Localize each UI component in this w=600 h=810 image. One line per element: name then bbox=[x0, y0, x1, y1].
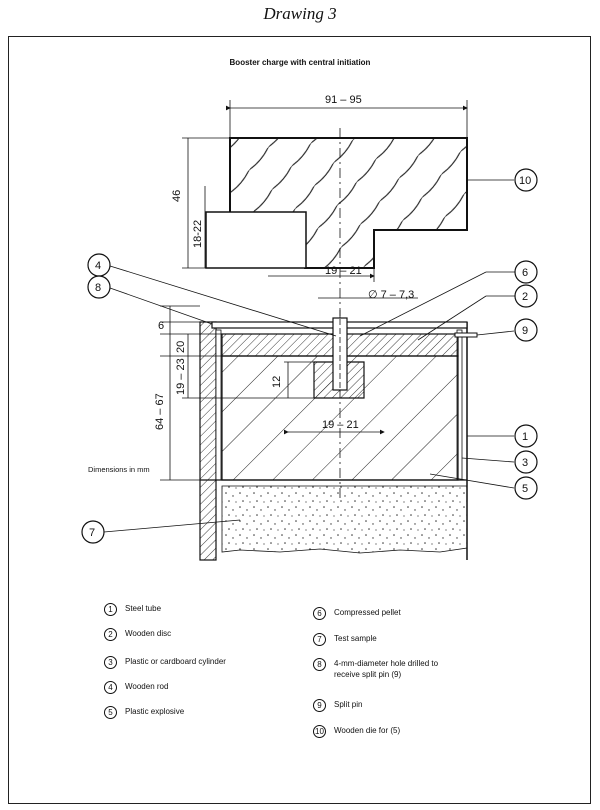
svg-text:4: 4 bbox=[95, 260, 101, 272]
svg-text:1: 1 bbox=[522, 431, 528, 443]
dim-pellet-recess: 19 – 23 bbox=[175, 358, 187, 395]
callout-5 bbox=[514, 476, 538, 500]
svg-text:9: 9 bbox=[522, 325, 528, 337]
svg-text:10: 10 bbox=[519, 175, 531, 187]
svg-text:5: 5 bbox=[522, 483, 528, 495]
svg-text:6: 6 bbox=[522, 267, 528, 279]
callout-10 bbox=[514, 168, 538, 192]
dim-top-width: 91 – 95 bbox=[325, 94, 362, 106]
test-sample bbox=[221, 485, 468, 554]
drawing-frame bbox=[8, 36, 591, 804]
units-note: Dimensions in mm bbox=[88, 465, 150, 474]
callout-7 bbox=[81, 520, 105, 544]
dim-pellet-height: 12 bbox=[271, 376, 283, 388]
plastic-cylinder bbox=[215, 329, 222, 481]
dim-step-height: 18-22 bbox=[192, 220, 204, 248]
wooden-rod bbox=[332, 317, 348, 391]
callout-9 bbox=[514, 318, 538, 342]
callout-1 bbox=[514, 424, 538, 448]
callout-2 bbox=[514, 284, 538, 308]
dim-pellet-width: 19 – 21 bbox=[322, 419, 359, 431]
svg-text:7: 7 bbox=[89, 527, 95, 539]
callout-8 bbox=[87, 275, 111, 299]
svg-text:3: 3 bbox=[522, 457, 528, 469]
page-title: Drawing 3 bbox=[263, 4, 337, 23]
dim-disc-thickness: 6 bbox=[158, 320, 164, 332]
split-pin bbox=[454, 332, 478, 338]
figure-caption: Booster charge with central initiation bbox=[229, 58, 371, 67]
dim-total-height: 64 – 67 bbox=[154, 393, 166, 430]
dim-die-height: 46 bbox=[171, 190, 183, 202]
callout-3 bbox=[514, 450, 538, 474]
steel-tube-wall bbox=[199, 321, 217, 561]
die-step-block bbox=[205, 211, 307, 269]
svg-text:8: 8 bbox=[95, 282, 101, 294]
dim-step-width: 19 – 21 bbox=[325, 265, 362, 277]
callout-6 bbox=[514, 260, 538, 284]
dim-hole-diameter: ∅ 7 – 7,3 bbox=[368, 289, 414, 301]
svg-text:2: 2 bbox=[522, 291, 528, 303]
dim-cylinder-top: 20 bbox=[175, 341, 187, 353]
